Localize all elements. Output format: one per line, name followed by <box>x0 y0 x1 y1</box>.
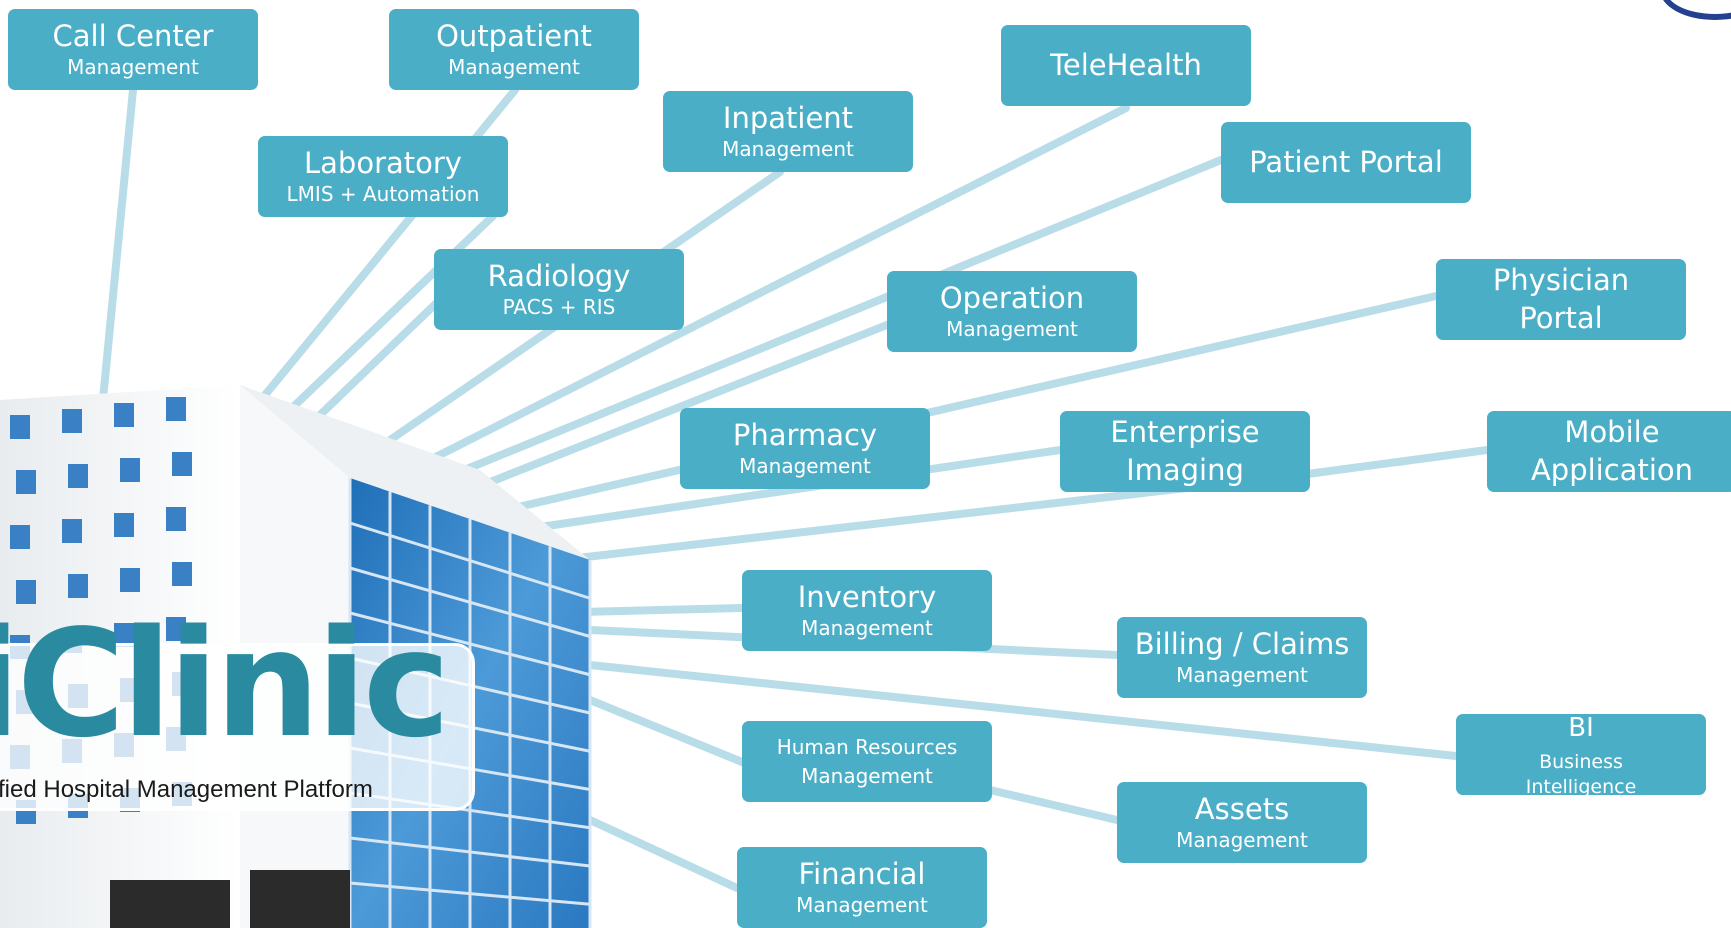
module-title: Outpatient <box>436 18 592 53</box>
module-call-center: Call Center Management <box>8 9 258 90</box>
module-title-line2: Portal <box>1519 300 1603 335</box>
module-mobile-application: Mobile Application <box>1487 411 1731 492</box>
brand-tagline: fied Hospital Management Platform <box>0 776 373 803</box>
connector-line <box>986 786 1121 824</box>
module-pharmacy: Pharmacy Management <box>680 408 930 489</box>
module-title: Radiology <box>487 258 631 293</box>
module-operation: Operation Management <box>887 271 1137 352</box>
module-subtitle: Management <box>722 137 854 162</box>
module-subtitle: Business Intelligence <box>1525 750 1637 795</box>
module-radiology: Radiology PACS + RIS <box>434 249 684 330</box>
connector-line <box>96 86 137 434</box>
module-subtitle: Management <box>448 55 580 80</box>
module-laboratory: Laboratory LMIS + Automation <box>258 136 508 217</box>
module-title: Physician <box>1492 262 1630 297</box>
module-telehealth: TeleHealth <box>1001 25 1251 106</box>
module-title: Operation <box>939 280 1085 315</box>
module-subtitle: PACS + RIS <box>502 295 616 320</box>
module-title: Call Center <box>52 18 214 53</box>
module-outpatient: Outpatient Management <box>389 9 639 90</box>
module-title: Financial <box>798 856 926 891</box>
module-subtitle: Management <box>1176 663 1308 688</box>
module-title-line2: Application <box>1530 452 1694 487</box>
module-subtitle: Management <box>67 55 199 80</box>
connector-line <box>586 816 741 892</box>
connector-line <box>501 292 1440 514</box>
connector-line <box>586 661 1460 760</box>
brand-logo: iClinic <box>0 598 451 770</box>
module-subtitle: Management <box>796 893 928 918</box>
module-title: TeleHealth <box>1050 47 1202 82</box>
brand-panel <box>0 643 475 811</box>
module-title: Patient Portal <box>1249 144 1443 179</box>
module-title: Laboratory <box>304 145 462 180</box>
module-title-line2: Imaging <box>1126 452 1244 487</box>
module-patient-portal: Patient Portal <box>1221 122 1471 203</box>
module-title: Inpatient <box>722 100 854 135</box>
module-subtitle: Management <box>739 454 871 479</box>
connector-line <box>586 696 746 766</box>
connector-line <box>466 296 954 494</box>
module-inventory: Inventory Management <box>742 570 992 651</box>
module-physician-portal: Physician Portal <box>1436 259 1686 340</box>
module-subtitle: Management <box>801 616 933 641</box>
connector-line <box>406 104 1130 474</box>
module-assets: Assets Management <box>1117 782 1367 863</box>
module-title: Human Resources <box>776 734 958 759</box>
module-financial: Financial Management <box>737 847 987 928</box>
module-title: Inventory <box>797 579 937 614</box>
module-bi: BI Business Intelligence <box>1456 714 1706 795</box>
module-subtitle: Management <box>1176 828 1308 853</box>
connector-line <box>576 604 746 616</box>
module-billing-claims: Billing / Claims Management <box>1117 617 1367 698</box>
connector-line <box>286 212 497 414</box>
module-title: Assets <box>1194 791 1290 826</box>
module-title: Billing / Claims <box>1134 626 1350 661</box>
module-human-resources: Human Resources Management <box>742 721 992 802</box>
connector-line <box>516 446 1064 534</box>
module-title: BI <box>1568 714 1594 743</box>
module-title: Enterprise <box>1110 414 1260 449</box>
module-subtitle: Management <box>946 317 1078 342</box>
connector-line <box>436 156 1225 484</box>
connector-line <box>316 286 454 419</box>
connector-line <box>1296 446 1491 479</box>
module-subtitle: Management <box>801 763 933 788</box>
module-title: Pharmacy <box>732 417 878 452</box>
entrance-door <box>110 880 230 928</box>
module-subtitle: LMIS + Automation <box>286 182 480 207</box>
module-enterprise-imaging: Enterprise Imaging <box>1060 411 1310 492</box>
module-inpatient: Inpatient Management <box>663 91 913 172</box>
module-title: Mobile <box>1564 414 1660 449</box>
